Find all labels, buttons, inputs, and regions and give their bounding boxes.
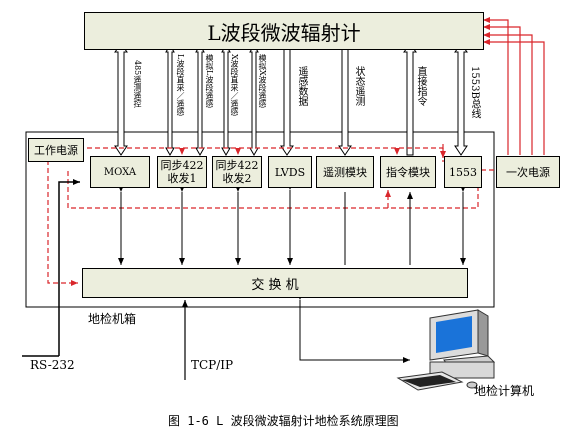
signal-siml: 模拟L波段遥感 <box>205 54 214 108</box>
signal-485: 485遥测遥控 <box>133 60 142 108</box>
signal-xband: X波段直采／遥感 <box>230 54 239 116</box>
signal-status-telemetry: 状态遥测 <box>353 66 364 106</box>
signal-simx: 模拟X波段遥感 <box>258 54 267 108</box>
computer-icon <box>396 309 496 391</box>
lvds-module: LVDS <box>268 156 312 188</box>
computer-label: 地检计算机 <box>474 384 535 398</box>
lband-thick-arrow <box>165 43 175 157</box>
radiometer-title: L波段微波辐射计 <box>207 20 361 45</box>
telemetry-module: 遥测模块 <box>316 156 374 188</box>
bus1553-thick-arrow <box>454 43 468 156</box>
primary-power-module: 一次电源 <box>496 156 560 188</box>
command-module: 指令模块 <box>380 156 436 188</box>
switch-module: 交 换 机 <box>82 268 468 298</box>
signal-lband: L波段直采／遥感 <box>176 54 185 116</box>
simx-thick-arrow <box>249 43 259 157</box>
xband-thick-arrow <box>221 43 231 157</box>
ground-box-outline <box>25 131 495 308</box>
work-power-module: 工作电源 <box>28 138 84 162</box>
moxa-thick-arrow <box>114 43 128 156</box>
rs232-label: RS-232 <box>30 358 75 372</box>
signal-1553b-bus: 1553B总线 <box>469 66 480 119</box>
figure-caption: 图 1-6 L 波段微波辐射计地检系统原理图 <box>168 414 399 428</box>
lvds-thick-arrow <box>280 47 294 156</box>
siml-thick-arrow <box>195 43 205 157</box>
ground-box-label: 地检机箱 <box>88 312 137 326</box>
telemetry-thick-arrow <box>338 47 352 156</box>
moxa-module: MOXA <box>90 156 150 188</box>
signal-remote-data: 遥感数据 <box>296 66 307 106</box>
bus1553-module: 1553 <box>444 156 482 188</box>
sync422-1-module: 同步422 收发1 <box>157 156 207 188</box>
radiometer-title-box: L波段微波辐射计 <box>84 12 484 50</box>
tcpip-label: TCP/IP <box>191 358 234 372</box>
signal-direct-cmd: 直接指令 <box>415 66 426 106</box>
sync422-2-module: 同步422 收发2 <box>212 156 262 188</box>
